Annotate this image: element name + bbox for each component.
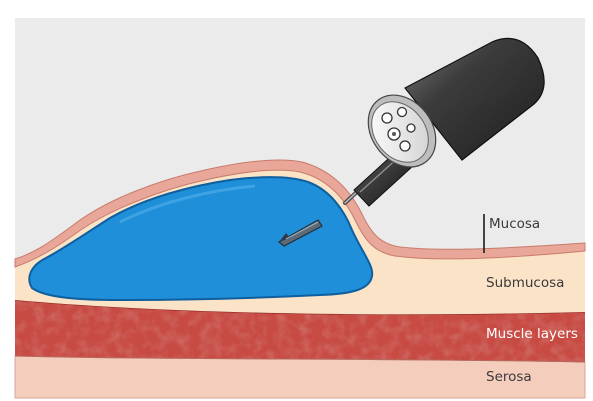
label-mucosa: Mucosa <box>489 216 540 232</box>
label-submucosa: Submucosa <box>486 275 564 291</box>
label-serosa: Serosa <box>486 369 532 385</box>
label-muscle-layers: Muscle layers <box>486 326 578 342</box>
